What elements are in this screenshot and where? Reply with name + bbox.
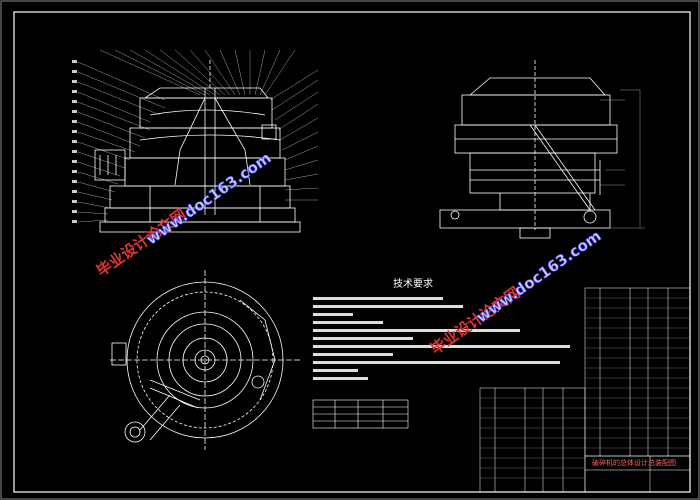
inner-frame: [13, 11, 691, 493]
drawing-title: 破碎机的总体设计总装配图: [592, 459, 676, 467]
tech-requirements-title: 技术要求: [393, 279, 433, 290]
front-section-view: [72, 49, 319, 233]
plan-view: [110, 270, 300, 450]
leader-lines-right: [269, 69, 319, 201]
part-number-ticks: [72, 60, 77, 223]
leader-lines-left: [77, 49, 296, 223]
tech-notes-lines: [313, 297, 570, 380]
side-view: [439, 60, 645, 239]
parameter-table: [312, 399, 409, 429]
parts-list: [479, 287, 691, 493]
